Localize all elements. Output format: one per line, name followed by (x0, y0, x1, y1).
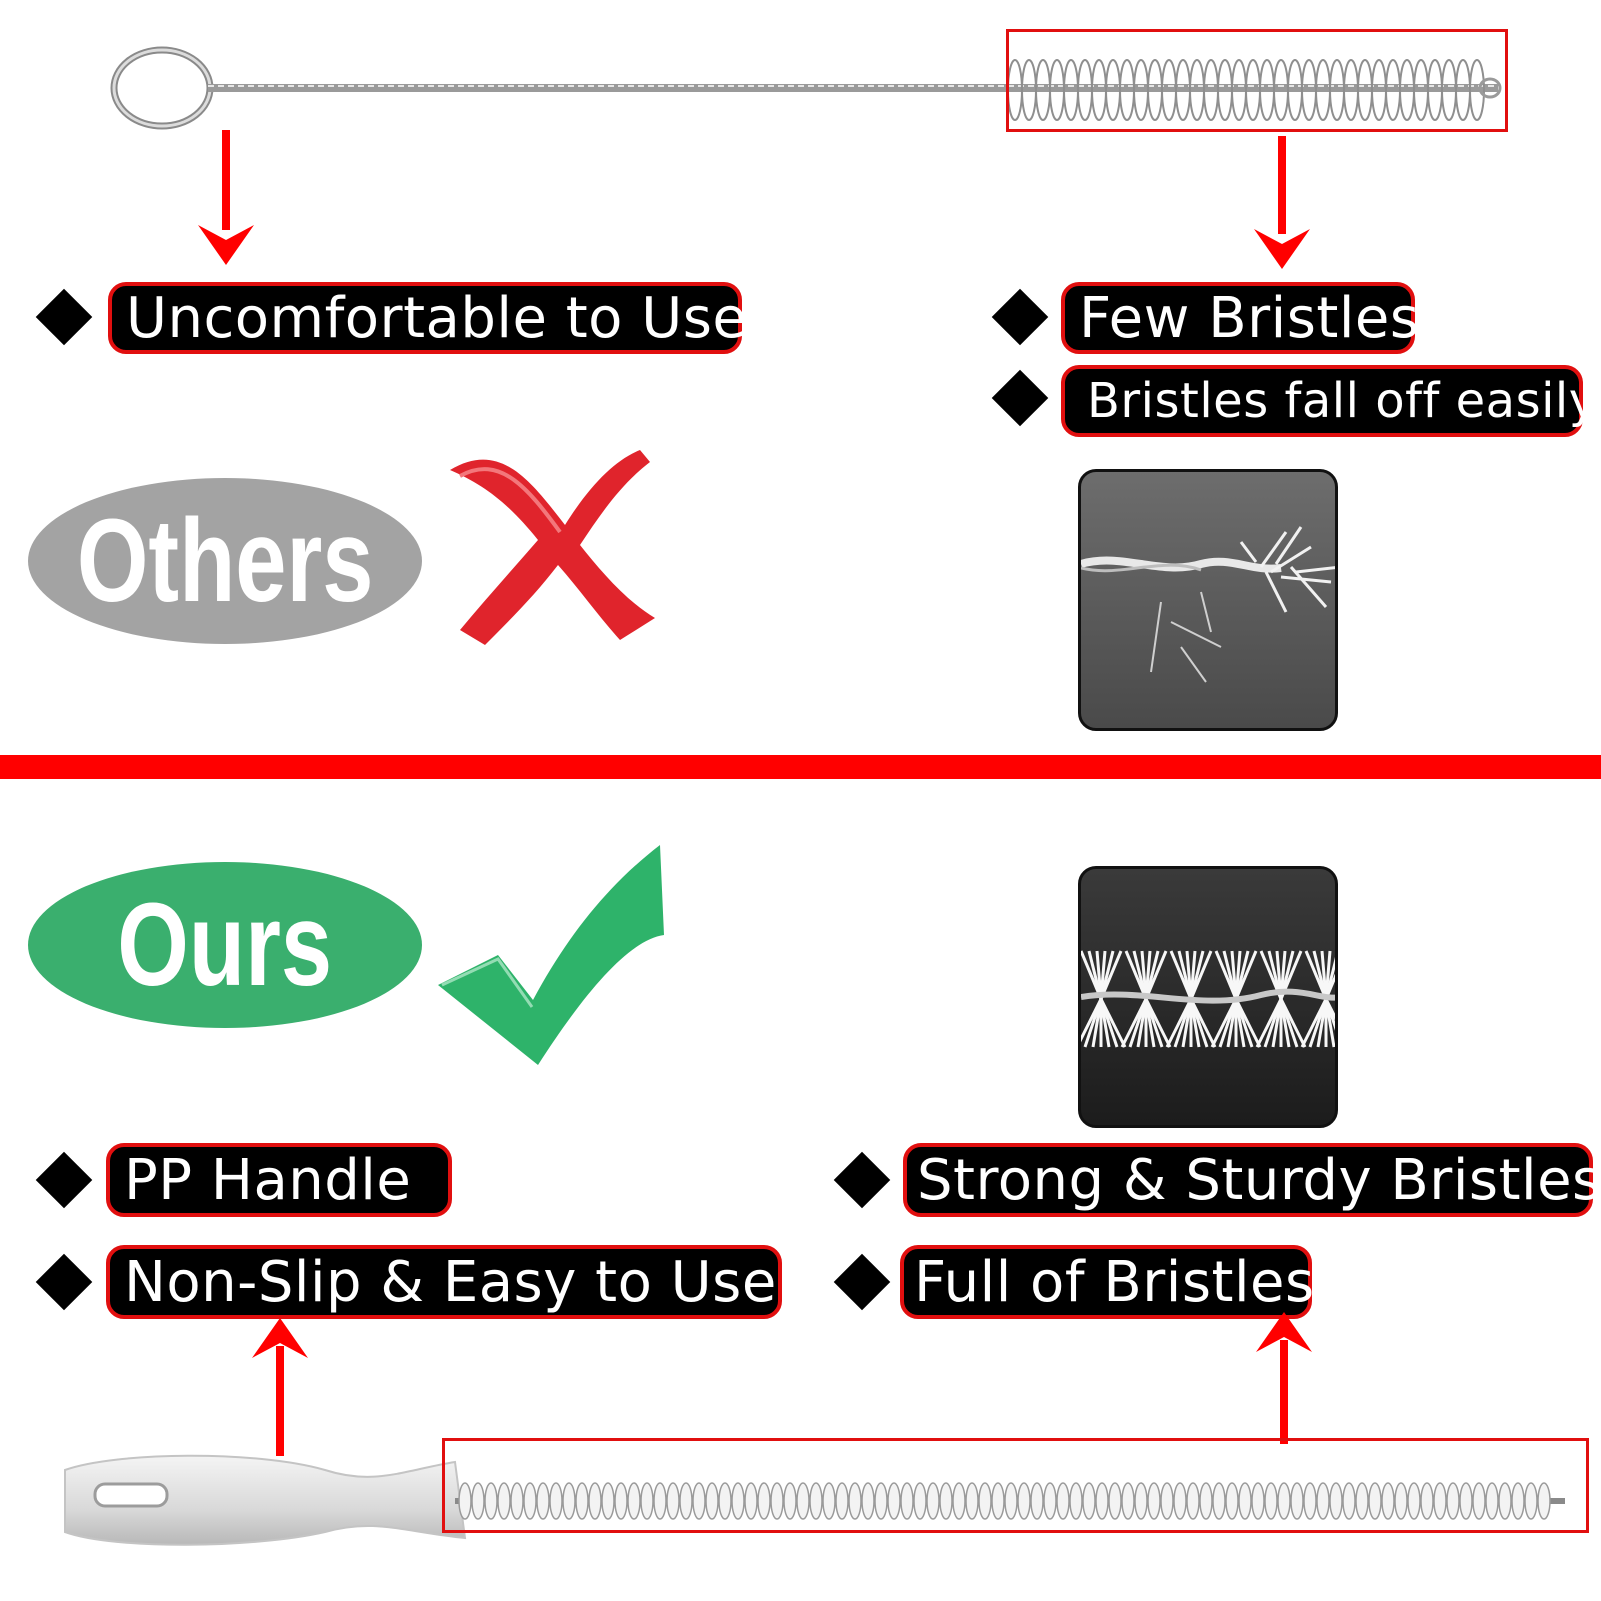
feature-label: Non-Slip & Easy to Use (124, 1249, 777, 1315)
bullet-diamond-icon (35, 1151, 93, 1209)
shedding-bristles-photo (1078, 469, 1338, 731)
feature-label: Few Bristles (1079, 285, 1420, 351)
feature-non-slip: Non-Slip & Easy to Use (106, 1245, 782, 1319)
bullet-diamond-icon (991, 288, 1049, 346)
feature-bristles-fall-off: Bristles fall off easily (1061, 365, 1597, 437)
arrow-down-icon (198, 130, 254, 265)
arrow-up-icon (1256, 1312, 1312, 1444)
feature-label: Strong & Sturdy Bristles (917, 1147, 1601, 1213)
bullet-diamond-icon (833, 1253, 891, 1311)
feature-label: Bristles fall off easily (1087, 373, 1598, 429)
arrow-down-icon (1254, 136, 1310, 269)
arrow-up-icon (252, 1318, 308, 1456)
feature-full-of-bristles: Full of Bristles (900, 1245, 1315, 1319)
feature-label: Full of Bristles (914, 1249, 1315, 1315)
dense-bristles-photo (1078, 866, 1338, 1128)
ours-label: Ours (28, 862, 422, 1028)
bullet-diamond-icon (35, 288, 93, 346)
bullet-diamond-icon (991, 369, 1049, 427)
bullet-diamond-icon (35, 1253, 93, 1311)
feature-pp-handle: PP Handle (106, 1143, 452, 1217)
check-icon (438, 845, 664, 1065)
feature-uncomfortable: Uncomfortable to Use (108, 282, 747, 354)
others-label: Others (28, 478, 422, 644)
bullet-diamond-icon (833, 1151, 891, 1209)
cross-icon (450, 450, 655, 645)
ours-pp-handle-brush (64, 1454, 1565, 1546)
others-wire-brush (110, 46, 1502, 130)
feature-few-bristles: Few Bristles (1061, 282, 1419, 354)
ours-bristle-highlight (442, 1438, 1589, 1533)
feature-label: Uncomfortable to Use (126, 285, 748, 351)
section-divider (0, 755, 1601, 779)
feature-strong-sturdy: Strong & Sturdy Bristles (903, 1143, 1601, 1217)
feature-label: PP Handle (124, 1147, 412, 1213)
others-bristle-highlight (1006, 29, 1508, 132)
